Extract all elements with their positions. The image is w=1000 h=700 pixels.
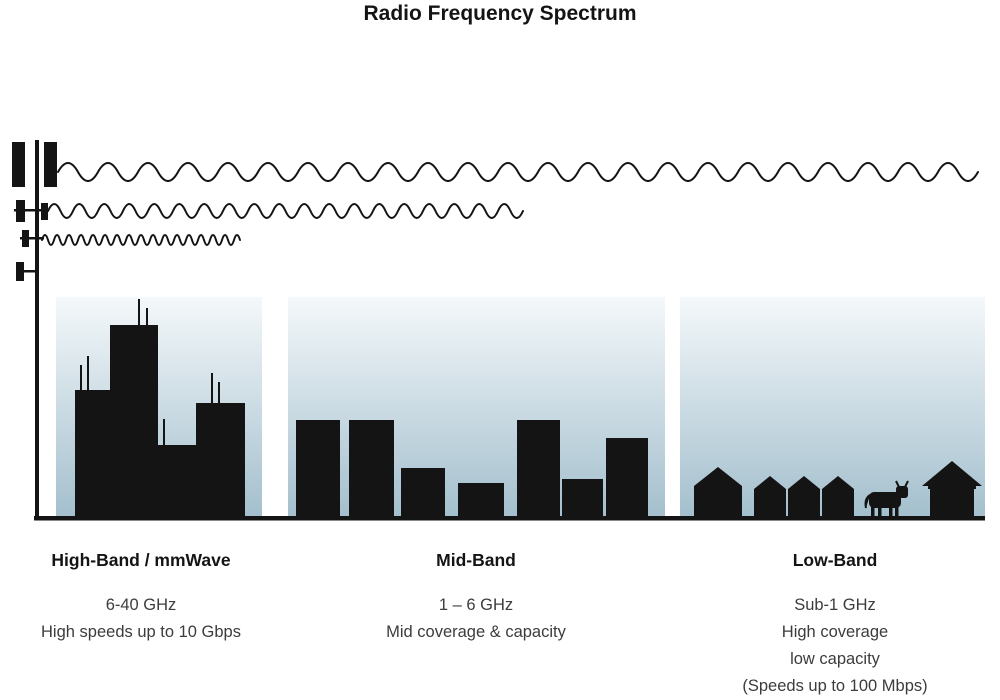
rural-scene-icon bbox=[694, 461, 982, 518]
house-icon bbox=[754, 476, 786, 518]
band-frequency: Sub-1 GHz bbox=[794, 596, 876, 614]
cow-horns bbox=[895, 480, 909, 488]
house-icon bbox=[788, 476, 820, 518]
cow-tail bbox=[864, 494, 871, 509]
cow-leg bbox=[889, 505, 893, 518]
low-band-wave bbox=[57, 162, 979, 182]
band-label-low: Low-Band Sub-1 GHz High coverage low cap… bbox=[705, 549, 965, 700]
antenna-spire bbox=[211, 373, 213, 406]
band-description: High coverage low capacity (Speeds up to… bbox=[742, 623, 928, 695]
barn-roof-gap bbox=[928, 485, 976, 489]
cow-icon bbox=[864, 480, 909, 518]
antenna-spire bbox=[87, 356, 89, 393]
house-icon bbox=[822, 476, 854, 518]
barn-door-crossbuck bbox=[940, 492, 964, 518]
building bbox=[75, 390, 110, 518]
band-title: Low-Band bbox=[792, 550, 878, 570]
antenna-panel bbox=[12, 142, 25, 187]
cow-leg bbox=[878, 505, 882, 518]
building bbox=[606, 438, 648, 518]
city-skyline-icon bbox=[75, 299, 245, 518]
antenna-spire bbox=[80, 365, 82, 393]
antenna-panel bbox=[16, 262, 24, 281]
building bbox=[517, 420, 560, 518]
antenna-arm bbox=[20, 237, 44, 240]
antenna-panel bbox=[44, 142, 57, 187]
building bbox=[349, 420, 394, 518]
building bbox=[562, 479, 603, 518]
cow-leg bbox=[871, 505, 875, 518]
barn-icon bbox=[922, 461, 982, 518]
antenna-panel bbox=[16, 200, 25, 222]
building bbox=[296, 420, 340, 518]
barn-roof bbox=[922, 461, 982, 486]
band-title: High-Band / mmWave bbox=[51, 550, 231, 570]
band-description: Mid coverage & capacity bbox=[386, 623, 566, 641]
cow-head bbox=[896, 486, 908, 498]
band-label-high: High-Band / mmWave 6-40 GHz High speeds … bbox=[10, 549, 272, 646]
band-frequency: 6-40 GHz bbox=[105, 596, 177, 614]
building bbox=[110, 325, 158, 518]
antenna-panel bbox=[41, 203, 48, 220]
building bbox=[401, 468, 445, 518]
antenna-spire bbox=[146, 308, 148, 328]
high-band-wave bbox=[41, 234, 241, 246]
antenna-arm bbox=[14, 209, 42, 212]
diagram-title: Radio Frequency Spectrum bbox=[363, 2, 637, 25]
band-label-mid: Mid-Band 1 – 6 GHz Mid coverage & capaci… bbox=[346, 549, 606, 646]
antenna-arm bbox=[17, 270, 39, 273]
band-title: Mid-Band bbox=[436, 550, 516, 570]
cell-tower-icon bbox=[12, 140, 57, 518]
building bbox=[458, 483, 504, 518]
house-icon bbox=[694, 467, 742, 518]
band-description: High speeds up to 10 Gbps bbox=[41, 623, 241, 641]
ground-line bbox=[34, 516, 985, 521]
building bbox=[158, 445, 196, 518]
building bbox=[196, 403, 245, 518]
cow-leg bbox=[895, 505, 899, 518]
band-frequency: 1 – 6 GHz bbox=[438, 596, 514, 614]
antenna-spire bbox=[218, 382, 220, 406]
antenna-spire bbox=[138, 299, 140, 328]
town-skyline-icon bbox=[296, 420, 648, 518]
mid-band-wave bbox=[47, 203, 524, 219]
antenna-panel bbox=[22, 230, 29, 247]
tower-pole bbox=[35, 140, 39, 518]
cow-body bbox=[869, 492, 901, 508]
antenna-spire bbox=[163, 419, 165, 448]
